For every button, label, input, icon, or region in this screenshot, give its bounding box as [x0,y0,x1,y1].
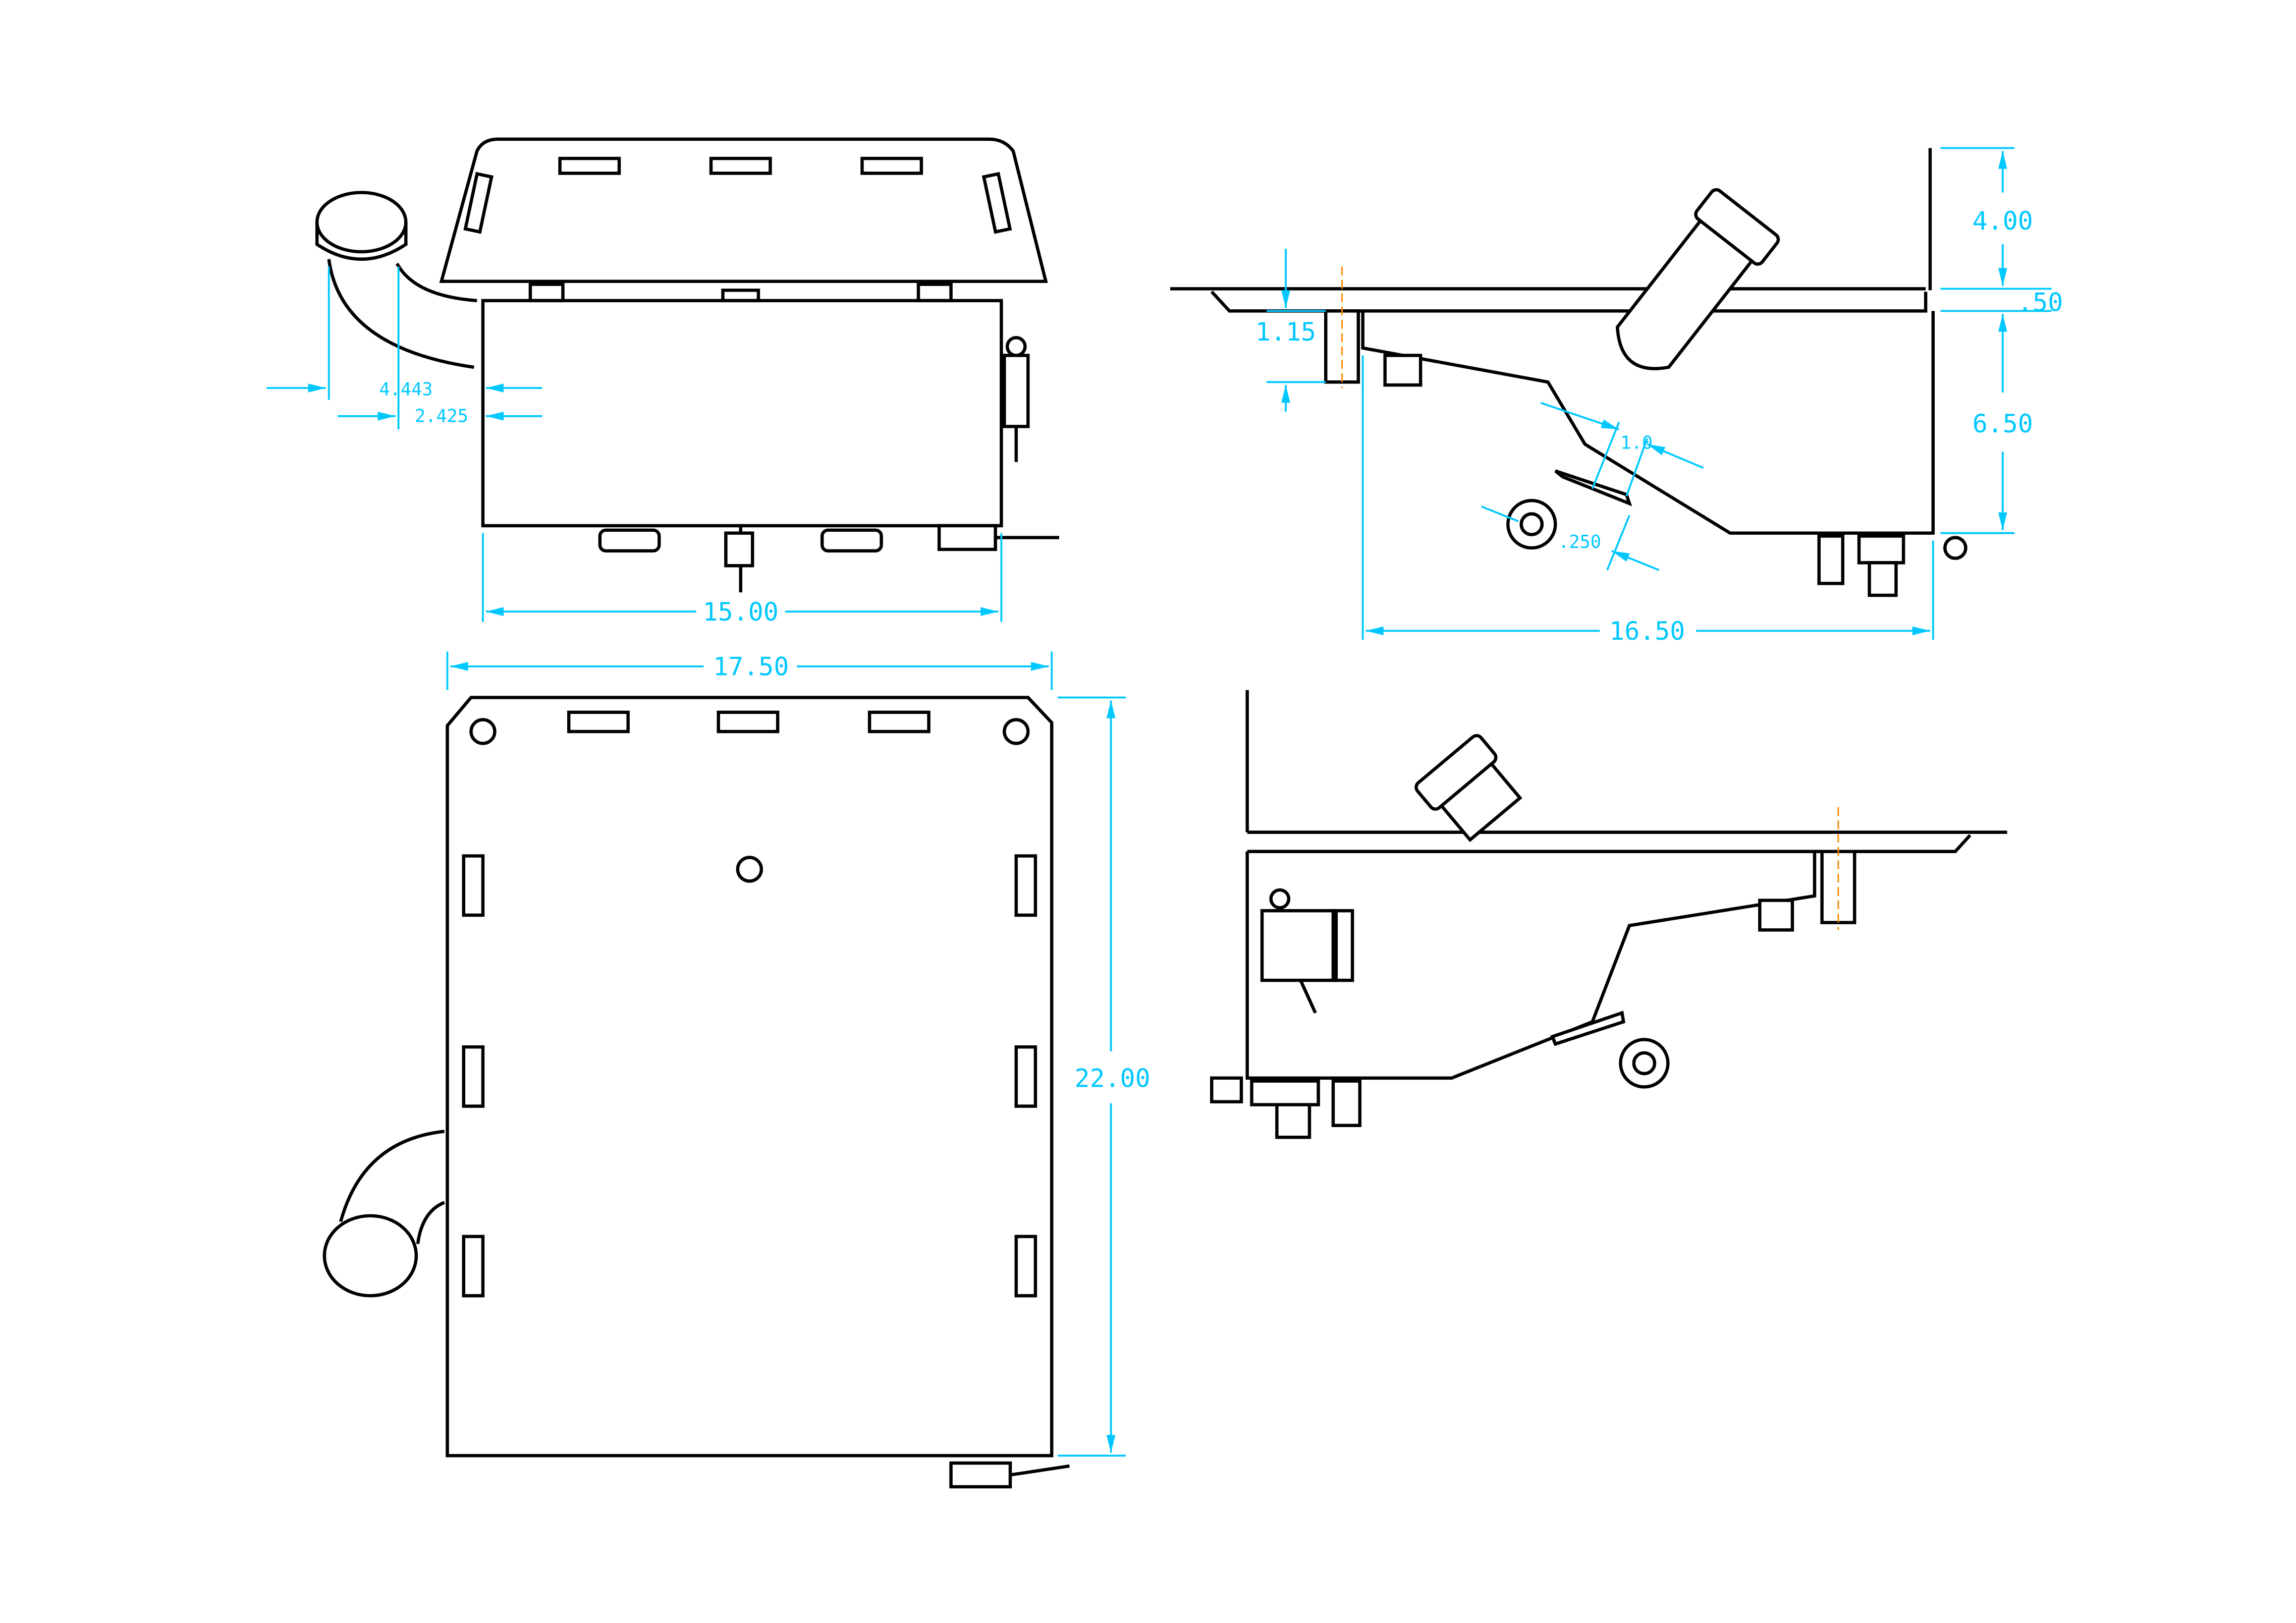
dim-pickup-diameter: .250 [1558,532,1601,552]
filler-cap-icon [322,1214,418,1298]
dim-plan-width: 17.50 [713,652,789,681]
vent [1210,1076,1243,1104]
stud [1331,1079,1362,1127]
filler-cap-icon [1694,188,1780,266]
drain [1868,561,1898,597]
dim-wall-height: 4.00 [1973,206,2033,236]
vent [1943,536,1967,560]
mount-hole [469,718,497,745]
drain [724,531,754,568]
filler-cap-skirt [315,222,408,261]
dim-pickup-slot: 1.0 [1620,432,1653,453]
dim-flange-thickness: .50 [2017,288,2063,317]
top-view: 17.50 22.00 [322,651,1151,1489]
fitting [1250,1079,1320,1106]
stud [1758,899,1794,932]
slot [717,710,780,734]
sender-port [736,856,763,883]
lid-slot [463,172,494,234]
slot [462,854,485,917]
fitting [598,528,661,553]
stud [721,289,760,303]
pickup-fitting-icon [1619,1038,1670,1089]
dim-body-length: 16.50 [1609,617,1685,646]
filler-neck [339,1130,445,1245]
sender-cap [1005,336,1027,357]
slot [1014,1235,1037,1298]
mount-hole [1003,718,1030,745]
dim-plan-length: 22.00 [1074,1064,1150,1093]
lid-slot [860,156,923,175]
tank-body [1361,311,1935,535]
pickup-fitting-icon [1506,498,1557,550]
lid-slot [558,156,621,175]
stud [528,283,565,303]
right-view: 4.00 .50 6.50 1.15 1.0 .250 16.50 [1170,147,2063,646]
fitting [820,528,883,553]
fitting-side [937,524,997,551]
dim-side-width: 15.00 [703,597,779,627]
lid-slot [709,156,772,175]
slot [462,1235,485,1298]
slot [1014,854,1037,917]
filler-neck [327,259,477,369]
side-view: 15.00 4.443 2.425 [266,137,1059,627]
fitting [949,1461,1012,1489]
slot [1014,1045,1037,1108]
lid-flange [439,137,1048,283]
filler-cap-icon [315,191,408,254]
lid-slot [981,172,1012,234]
slot [567,710,630,734]
dim-filler-outer: 4.443 [379,379,432,400]
filler-neck [1414,734,1522,843]
dim-body-depth: 6.50 [1973,409,2033,438]
drain [1275,1103,1311,1139]
slot [867,710,931,734]
stud [1383,354,1423,387]
sender-unit [1003,354,1030,428]
sender-unit [1260,909,1338,982]
tank-plan [446,696,1054,1458]
filler-cap-icon [1414,734,1498,811]
tank-body [481,299,1003,528]
dim-stud-length: 1.15 [1255,317,1316,347]
fitting [1857,534,1905,565]
slot [462,1045,485,1108]
rear-view [1210,690,2007,1139]
stud [916,283,953,303]
pickup-slot [1550,1011,1625,1046]
filler-neck [1615,188,1780,370]
dim-filler-inner: 2.425 [415,406,468,427]
stud [1817,534,1844,585]
